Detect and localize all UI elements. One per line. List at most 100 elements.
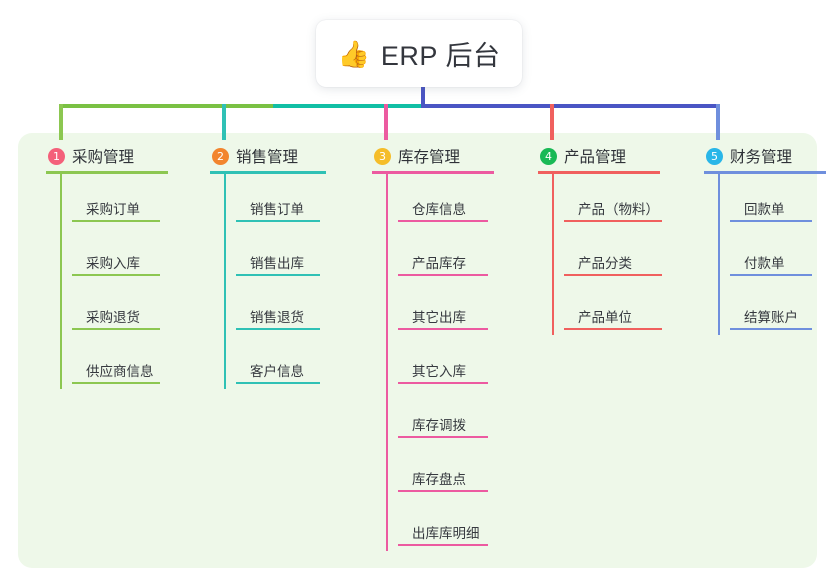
leaf-rule [564, 220, 662, 222]
leaf-label: 产品（物料） [578, 202, 659, 217]
branch-badge-3: 3 [374, 147, 391, 165]
leaf-node[interactable]: 仓库信息 [372, 173, 488, 227]
connector-drop-5 [716, 104, 720, 140]
leaf-node[interactable]: 产品分类 [538, 227, 662, 281]
leaf-node[interactable]: 其它出库 [372, 281, 488, 335]
branch-spine-4 [552, 173, 554, 335]
leaf-label: 采购入库 [86, 256, 140, 271]
leaf-label: 回款单 [744, 202, 785, 217]
leaf-node[interactable]: 付款单 [704, 227, 812, 281]
branch-title-4: 产品管理 [564, 149, 627, 166]
leaf-rule [398, 274, 488, 276]
leaf-label: 采购订单 [86, 202, 140, 217]
leaf-rule [398, 382, 488, 384]
root-node-erp-backend[interactable]: 👍 ERP 后台 [316, 20, 522, 87]
branch-header-3[interactable]: 3 库存管理 [360, 143, 494, 174]
leaf-node[interactable]: 产品单位 [538, 281, 662, 335]
leaf-node[interactable]: 采购入库 [46, 227, 160, 281]
leaf-node[interactable]: 回款单 [704, 173, 812, 227]
leaf-rule [730, 274, 812, 276]
leaf-node[interactable]: 库存调拨 [372, 389, 488, 443]
thumbs-up-icon: 👍 [337, 38, 370, 69]
leaf-rule [72, 274, 160, 276]
branch-header-rule-3 [372, 171, 494, 174]
leaf-node[interactable]: 结算账户 [704, 281, 812, 335]
leaf-node[interactable]: 产品（物料） [538, 173, 662, 227]
branch-header-1[interactable]: 1 采购管理 [34, 143, 168, 174]
branch-title-2: 销售管理 [236, 149, 299, 166]
branch-items-3: 仓库信息产品库存其它出库其它入库库存调拨库存盘点出库库明细 [360, 173, 488, 551]
leaf-rule [398, 490, 488, 492]
leaf-rule [398, 544, 488, 546]
branch-title-3: 库存管理 [398, 149, 461, 166]
leaf-rule [398, 328, 488, 330]
branch-spine-2 [224, 173, 226, 389]
leaf-label: 其它入库 [412, 364, 466, 379]
leaf-node[interactable]: 销售出库 [210, 227, 320, 281]
branch-header-rule-5 [704, 171, 826, 174]
leaf-node[interactable]: 其它入库 [372, 335, 488, 389]
branch-column-3: 3 库存管理仓库信息产品库存其它出库其它入库库存调拨库存盘点出库库明细 [360, 143, 494, 551]
leaf-rule [564, 328, 662, 330]
branch-spine-5 [718, 173, 720, 335]
leaf-node[interactable]: 销售退货 [210, 281, 320, 335]
branch-header-rule-4 [538, 171, 660, 174]
leaf-rule [236, 382, 320, 384]
diagram-background-panel [18, 133, 817, 568]
leaf-label: 结算账户 [744, 310, 798, 325]
branch-items-5: 回款单付款单结算账户 [692, 173, 812, 335]
leaf-label: 采购退货 [86, 310, 140, 325]
leaf-label: 付款单 [744, 256, 785, 271]
branch-spine-1 [60, 173, 62, 389]
leaf-rule [72, 328, 160, 330]
root-node-title: ERP 后台 [380, 41, 501, 71]
root-stem [421, 87, 425, 107]
leaf-label: 供应商信息 [86, 364, 154, 379]
leaf-node[interactable]: 产品库存 [372, 227, 488, 281]
branch-badge-4: 4 [540, 147, 557, 165]
leaf-node[interactable]: 出库库明细 [372, 497, 488, 551]
branch-spine-3 [386, 173, 388, 551]
connector-drop-4 [550, 104, 554, 140]
branch-items-4: 产品（物料） 产品分类产品单位 [526, 173, 662, 335]
leaf-rule [72, 220, 160, 222]
leaf-label: 仓库信息 [412, 202, 466, 217]
connector-bar-segment-1 [59, 104, 275, 108]
leaf-label: 产品库存 [412, 256, 466, 271]
leaf-node[interactable]: 采购订单 [46, 173, 160, 227]
leaf-label: 客户信息 [250, 364, 304, 379]
leaf-rule [730, 220, 812, 222]
connector-bar-segment-2 [273, 104, 423, 108]
leaf-rule [730, 328, 812, 330]
branch-badge-1: 1 [48, 147, 65, 165]
branch-items-2: 销售订单销售出库销售退货客户信息 [198, 173, 320, 389]
leaf-rule [236, 220, 320, 222]
leaf-label: 出库库明细 [412, 526, 480, 541]
leaf-rule [398, 220, 488, 222]
branch-header-rule-1 [46, 171, 168, 174]
branch-items-1: 采购订单采购入库采购退货供应商信息 [34, 173, 160, 389]
branch-title-1: 采购管理 [72, 149, 135, 166]
leaf-rule [236, 274, 320, 276]
leaf-label: 其它出库 [412, 310, 466, 325]
leaf-label: 库存盘点 [412, 472, 466, 487]
leaf-node[interactable]: 客户信息 [210, 335, 320, 389]
leaf-rule [72, 382, 160, 384]
connector-drop-1 [59, 104, 63, 140]
leaf-node[interactable]: 销售订单 [210, 173, 320, 227]
leaf-node[interactable]: 库存盘点 [372, 443, 488, 497]
connector-drop-2 [222, 104, 226, 140]
branch-header-rule-2 [210, 171, 326, 174]
branch-title-5: 财务管理 [730, 149, 793, 166]
leaf-label: 销售订单 [250, 202, 304, 217]
leaf-node[interactable]: 采购退货 [46, 281, 160, 335]
connector-drop-3 [384, 104, 388, 140]
connector-bar-segment-3 [421, 104, 718, 108]
leaf-node[interactable]: 供应商信息 [46, 335, 160, 389]
branch-header-4[interactable]: 4 产品管理 [526, 143, 660, 174]
